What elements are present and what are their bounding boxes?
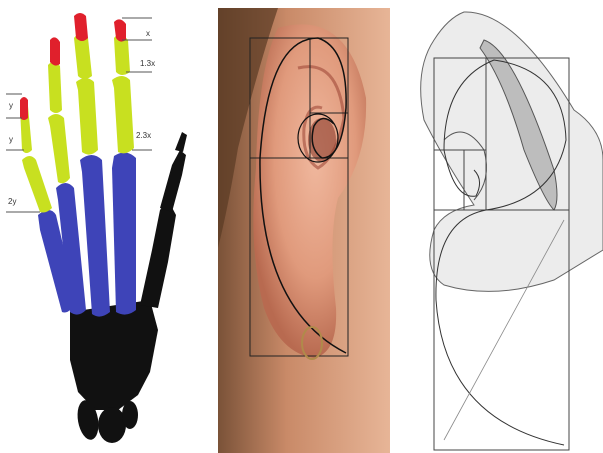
ear-photo-panel (218, 8, 390, 453)
hand-skeleton-panel: x 1.3x 2.3x y y 2y (0, 0, 205, 453)
hand-outline (421, 12, 603, 291)
curled-finger-panel (404, 0, 603, 453)
label-1-3x: 1.3x (140, 59, 155, 68)
finger-index (112, 19, 136, 314)
label-2y: 2y (8, 197, 16, 206)
ear-golden-spiral-diagram (218, 8, 390, 453)
finger-golden-spiral-diagram (404, 0, 603, 453)
label-y-1: y (9, 101, 13, 110)
label-x: x (146, 29, 150, 38)
hand-skeleton-diagram: x 1.3x 2.3x y y 2y (0, 0, 205, 453)
label-2-3x: 2.3x (136, 131, 151, 140)
label-y-2: y (9, 135, 13, 144)
